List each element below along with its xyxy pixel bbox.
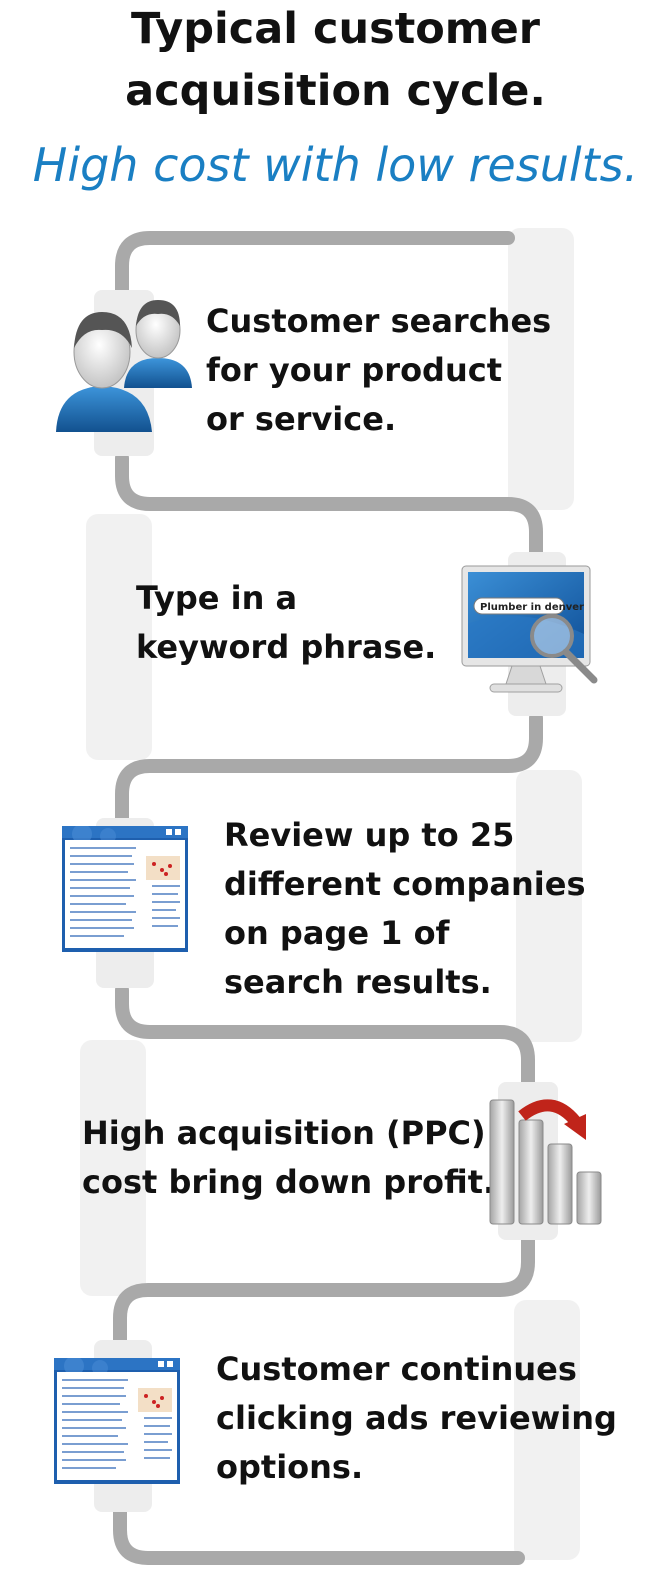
- band-left-2: [86, 514, 152, 760]
- step-1-line-1: Customer searches: [206, 302, 552, 340]
- band-right-5: [514, 1300, 580, 1560]
- monitor-search-icon: Plumber in denver: [461, 565, 598, 693]
- band-left-4: [80, 1040, 146, 1296]
- step-1-line-2: for your product: [206, 351, 502, 389]
- step-3-text: Review up to 25 different companies on p…: [224, 811, 586, 1007]
- band-right-1: [508, 228, 574, 510]
- step-3-line-3: on page 1 of: [224, 914, 450, 952]
- band-right-3: [516, 770, 582, 1042]
- search-results-window-icon: [54, 1358, 180, 1484]
- step-4-line-1: High acquisition (PPC): [82, 1114, 486, 1152]
- step-5-line-3: options.: [216, 1448, 364, 1486]
- declining-bar-chart-icon: [489, 1099, 602, 1225]
- users-icon: [56, 300, 192, 432]
- step-5-line-1: Customer continues: [216, 1350, 577, 1388]
- monitor-search-text: Plumber in denver: [480, 602, 584, 613]
- step-4-line-2: cost bring down profit.: [82, 1163, 496, 1201]
- step-4-text: High acquisition (PPC) cost bring down p…: [82, 1109, 495, 1207]
- step-1-line-3: or service.: [206, 400, 397, 438]
- title-line-1: Typical customer: [131, 4, 540, 54]
- step-3-line-1: Review up to 25: [224, 816, 515, 854]
- step-2-text: Type in a keyword phrase.: [136, 574, 436, 672]
- step-5-text: Customer continues clicking ads reviewin…: [216, 1345, 617, 1492]
- search-results-window-icon: [62, 826, 188, 952]
- step-3-line-4: search results.: [224, 963, 492, 1001]
- subtitle: High cost with low results.: [32, 138, 639, 192]
- step-5-line-2: clicking ads reviewing: [216, 1399, 617, 1437]
- step-1-text: Customer searches for your product or se…: [206, 297, 551, 444]
- step-3-line-2: different companies: [224, 865, 586, 903]
- title-line-2: acquisition cycle.: [125, 66, 546, 116]
- step-2-line-2: keyword phrase.: [136, 628, 437, 666]
- step-2-line-1: Type in a: [136, 579, 298, 617]
